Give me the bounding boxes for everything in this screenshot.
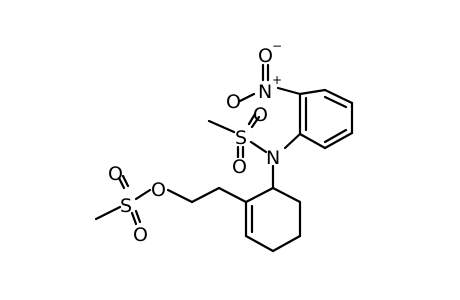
atom-sulfonamide-n: N bbox=[266, 147, 280, 169]
atom-nitro-o2: O bbox=[226, 91, 241, 113]
atom-ester-o1: O bbox=[108, 163, 123, 185]
bond-lines bbox=[94, 63, 354, 253]
atom-sulfonyl-s: S bbox=[235, 127, 247, 149]
bond-benzene-5 bbox=[298, 132, 327, 150]
bond-ring-3 bbox=[271, 234, 302, 253]
bond-s-o-top bbox=[247, 112, 257, 126]
bond-benzene-4 bbox=[323, 131, 354, 150]
bond-aryl-n bbox=[283, 132, 302, 150]
bond-s-methyl-ester bbox=[94, 205, 122, 221]
atom-labels: O − N + O O S O N O O S O bbox=[108, 39, 282, 246]
bond-s-methyl bbox=[207, 119, 236, 134]
atom-ester-o2: O bbox=[133, 224, 148, 246]
bond-chain-3 bbox=[166, 188, 194, 204]
bond-benzene-1 bbox=[298, 88, 327, 96]
bond-benzene-2 bbox=[323, 88, 354, 105]
atom-ester-s: S bbox=[120, 195, 132, 217]
bond-s-o-ester-top-2 bbox=[121, 174, 130, 188]
charge-nitro-o-minus: − bbox=[272, 39, 282, 53]
bond-n-s bbox=[249, 140, 268, 154]
bond-s-o-top-2 bbox=[250, 115, 261, 129]
bond-benzene-2-inner bbox=[323, 95, 348, 109]
bond-chain-1 bbox=[217, 186, 248, 204]
bond-ring-4 bbox=[244, 234, 275, 253]
bond-o-s-ester bbox=[134, 188, 152, 201]
bond-s-o-ester-bottom-2 bbox=[134, 209, 142, 224]
bond-n-o-nitro bbox=[238, 92, 256, 103]
bond-ring-6 bbox=[244, 186, 275, 204]
atom-sulfonyl-o1: O bbox=[253, 104, 268, 126]
bond-ring-1 bbox=[271, 186, 302, 204]
atom-ester-o-link: O bbox=[151, 179, 166, 201]
atom-nitro-n: N bbox=[258, 81, 272, 103]
bond-s-o-ester-bottom bbox=[130, 211, 138, 226]
charge-nitro-n-plus: + bbox=[272, 73, 282, 87]
bond-benzene-4-inner bbox=[323, 128, 348, 144]
atom-sulfonyl-o2: O bbox=[232, 156, 247, 178]
bond-n-aryl bbox=[276, 86, 302, 96]
bond-s-o-ester-top bbox=[117, 176, 126, 190]
atom-nitro-o1: O bbox=[258, 45, 273, 67]
bond-chain-2 bbox=[190, 186, 221, 204]
